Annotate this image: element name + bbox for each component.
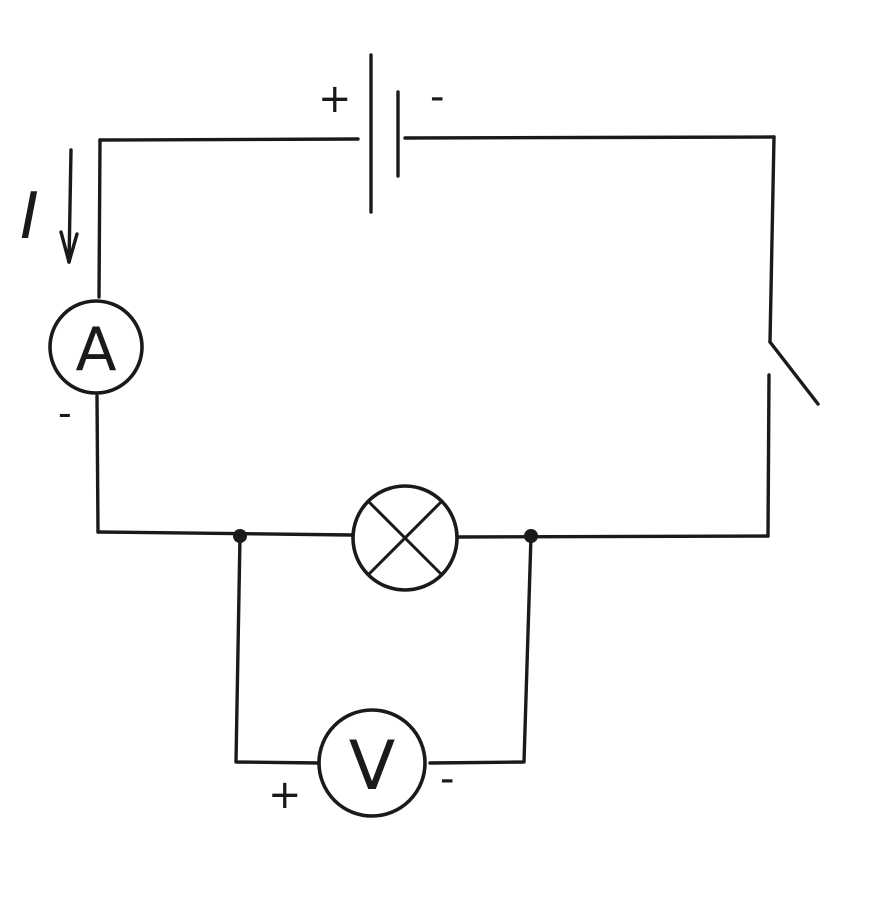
wire-top-right	[403, 135, 776, 140]
current-arrow	[59, 148, 79, 264]
lamp-cross-b	[367, 500, 443, 576]
ammeter-circle	[48, 299, 144, 395]
ammeter-label: A	[75, 315, 116, 385]
voltmeter-label: V	[349, 727, 396, 806]
ammeter	[48, 299, 144, 395]
switch	[768, 340, 820, 406]
battery-minus-label: -	[430, 74, 444, 120]
current-label: I	[20, 180, 39, 254]
battery	[369, 53, 400, 214]
lamp	[351, 484, 459, 592]
voltmeter	[317, 708, 427, 818]
voltmeter-minus-label: -	[440, 756, 454, 802]
battery-plus-label: +	[318, 76, 352, 122]
voltmeter-circle	[317, 708, 427, 818]
wire-right-lower	[766, 373, 771, 538]
wire-top-left	[98, 137, 360, 142]
switch-blade	[768, 340, 820, 406]
wire-left-lower	[95, 394, 100, 534]
wire-voltmeter-left	[234, 534, 322, 765]
wire-bottom-left	[96, 530, 354, 537]
wire-voltmeter-right	[428, 534, 533, 765]
wire-bottom-right	[456, 534, 770, 539]
wire-left-upper	[97, 138, 102, 299]
wire-right-upper	[768, 135, 776, 344]
ammeter-minus-label: -	[58, 391, 72, 435]
voltmeter-plus-label: +	[268, 772, 302, 818]
